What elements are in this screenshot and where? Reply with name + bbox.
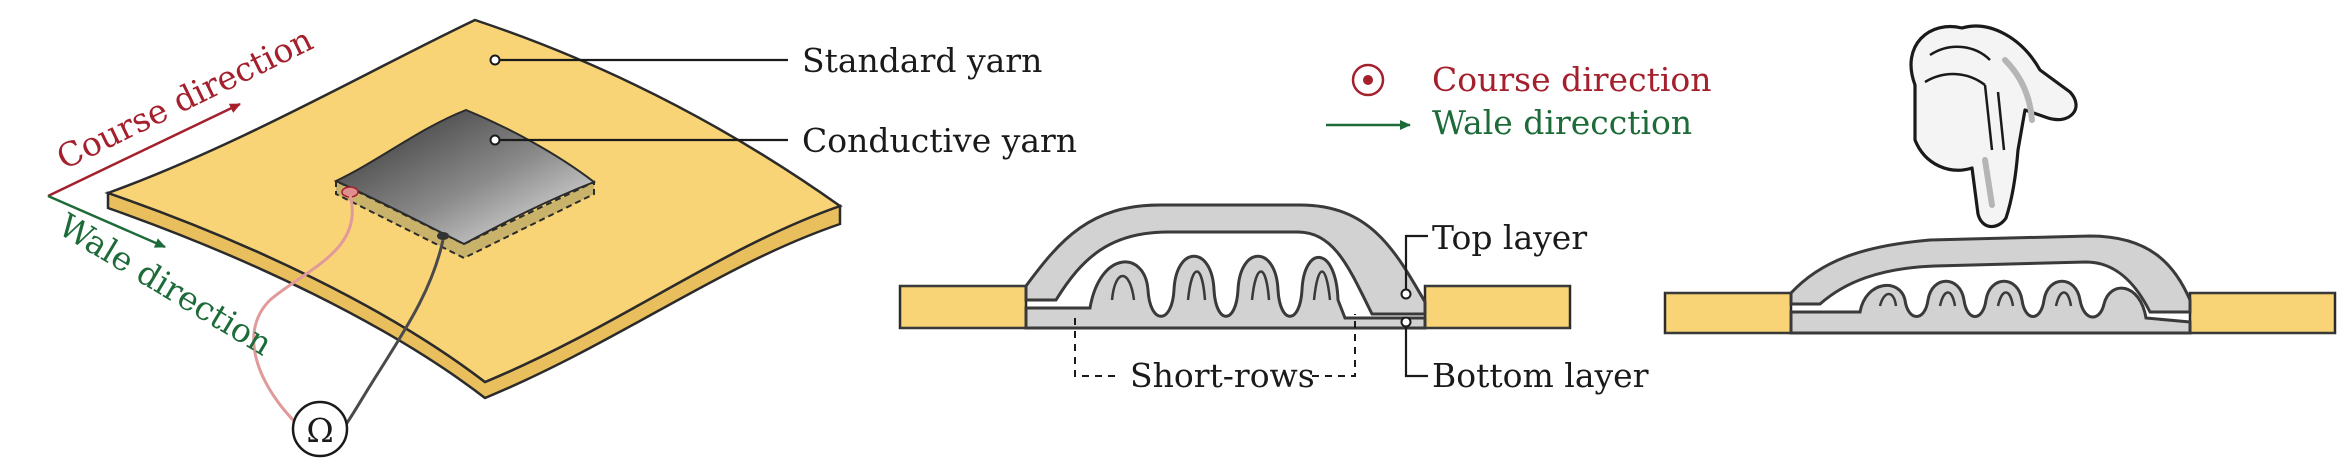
conductive-yarn-label: Conductive yarn — [802, 121, 1077, 160]
short-rows-compressed — [1789, 279, 2192, 335]
direction-legend: Course direction Wale direcction — [1326, 60, 1712, 142]
legend-course-label: Course direction — [1432, 60, 1712, 99]
conductive-patch-side — [335, 179, 595, 260]
pointing-hand-icon — [1909, 24, 2078, 229]
fabric-outline-top — [900, 285, 1570, 329]
fabric-panel: Ω Standard yarn Conductive yarn Course d… — [47, 18, 1077, 458]
standard-yarn-left — [898, 284, 1028, 330]
standard-yarn-left-compressed — [1663, 291, 1793, 335]
compressed-fold-outlines — [1878, 291, 2073, 307]
cross-section-compressed — [1663, 24, 2337, 335]
ohm-symbol: Ω — [306, 411, 333, 450]
electrode-right — [437, 232, 449, 240]
conductive-yarn-marker — [489, 134, 501, 146]
bottom-layer-label: Bottom layer — [1432, 356, 1649, 395]
cross-section-uncompressed: Top layer Bottom layer Short-rows — [898, 203, 1649, 395]
bottom-layer-leader — [1404, 327, 1428, 378]
fabric-outline-compressed — [1665, 292, 2335, 334]
standard-yarn-right — [1423, 284, 1572, 330]
top-layer-compressed — [1789, 234, 2192, 314]
standard-yarn-right-compressed — [2188, 291, 2337, 335]
course-direction-arrow — [47, 102, 241, 198]
top-layer-leader — [1404, 234, 1428, 289]
conductive-yarn-patch — [333, 108, 597, 246]
standard-yarn-label: Standard yarn — [802, 41, 1042, 80]
wire-black — [340, 239, 445, 431]
wire-red — [252, 194, 354, 427]
short-rows-label: Short-rows — [1130, 356, 1315, 395]
fold-outlines — [1110, 270, 1332, 301]
course-direction-dot-center — [1363, 75, 1373, 85]
wale-direction-arrow — [47, 194, 166, 249]
top-layer-label: Top layer — [1432, 218, 1587, 257]
ohmmeter-icon — [291, 400, 349, 458]
legend-wale-label: Wale direcction — [1432, 103, 1692, 142]
standard-yarn-marker — [489, 54, 501, 66]
top-layer — [1024, 203, 1427, 316]
top-layer-marker — [1400, 288, 1412, 300]
bottom-layer-marker — [1400, 316, 1412, 328]
short-rows-bracket — [1074, 314, 1356, 377]
